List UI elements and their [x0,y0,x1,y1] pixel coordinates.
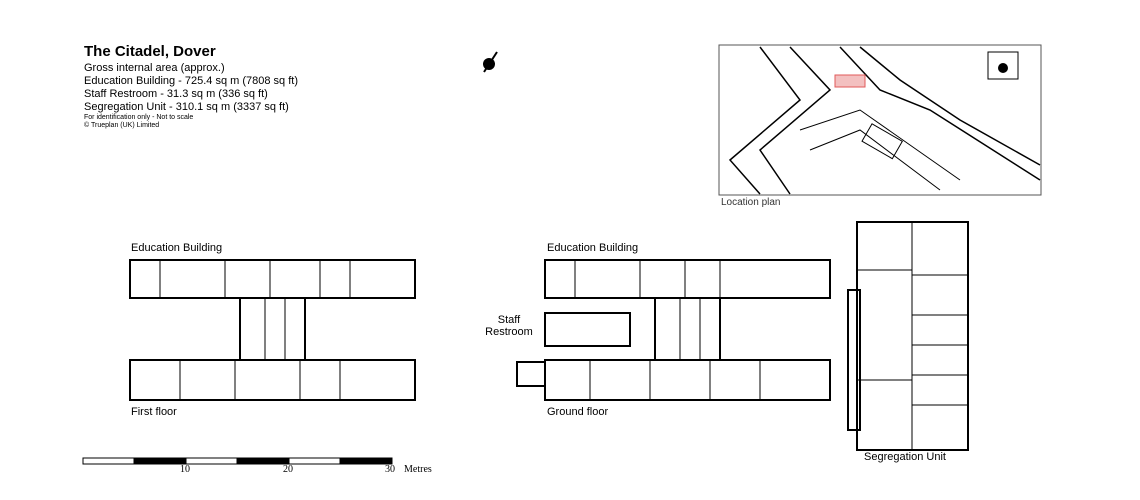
segregation-unit-label: Segregation Unit [864,451,946,463]
first-floor-building-label: Education Building [131,242,223,254]
north-arrow-icon [483,51,498,73]
location-plan-label: Location plan [721,197,781,208]
scale-bar [82,457,393,465]
subtitle: Gross internal area (approx.) [84,62,225,74]
area-segregation: Segregation Unit - 310.1 sq m (3337 sq f… [84,101,289,113]
area-restroom: Staff Restroom - 31.3 sq m (336 sq ft) [84,88,268,100]
scale-tick-20: 20 [283,464,293,475]
first-floor-plan [129,259,416,401]
ground-floor-building-label: Education Building [547,242,639,254]
scale-unit: Metres [404,464,432,475]
location-plan-map [718,44,1042,196]
copyright: © Trueplan (UK) Limited [84,122,160,129]
disclaimer: For identification only - Not to scale [84,114,194,121]
scale-tick-30: 30 [385,464,395,475]
scale-tick-10: 10 [180,464,190,475]
ground-floor-label: Ground floor [547,406,609,418]
staff-restroom-label: Staff Restroom [485,314,533,338]
ground-floor-plan [516,259,831,401]
area-education: Education Building - 725.4 sq m (7808 sq… [84,75,299,87]
first-floor-label: First floor [131,406,177,418]
page-title: The Citadel, Dover [84,43,216,60]
segregation-unit-plan [847,221,969,451]
